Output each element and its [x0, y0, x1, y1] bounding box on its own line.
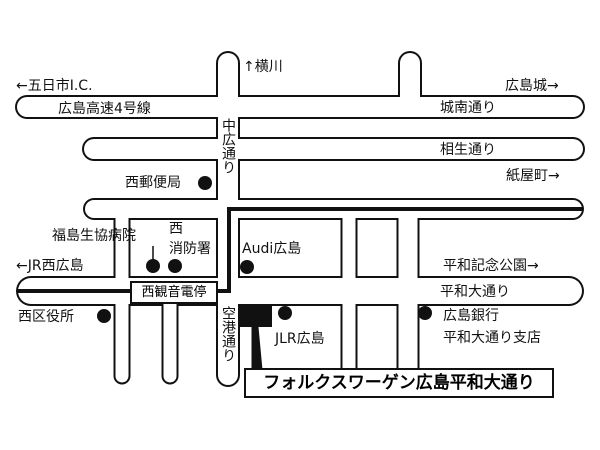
- road-label-kuko: 空港通り: [220, 306, 236, 362]
- destination-label: フォルクスワーゲン広島平和大通り: [244, 368, 554, 398]
- road-label-jonan: 城南通り: [440, 100, 496, 116]
- road-label-nakahiro: 中広通り: [220, 118, 236, 174]
- ward-office-dot-icon: [97, 309, 111, 323]
- fire-station-dot-icon: [168, 259, 182, 273]
- jlr-dot-icon: [278, 306, 292, 320]
- dealer-pointer: [251, 326, 263, 371]
- audi-dot-icon: [240, 260, 254, 274]
- bank-dot-icon: [418, 306, 432, 320]
- direction-kamiyacho: 紙屋町→: [506, 168, 560, 184]
- label-bank-1: 広島銀行: [443, 308, 499, 324]
- direction-jr-nishihiroshima: ←JR西広島: [16, 258, 84, 274]
- direction-peace-park: 平和記念公園→: [443, 258, 539, 274]
- label-bank-2: 平和大通り支店: [443, 330, 541, 346]
- road-label-expressway: 広島高速4号線: [58, 101, 151, 117]
- post-office-dot-icon: [198, 176, 212, 190]
- label-hospital: 福島生協病院: [52, 228, 136, 244]
- route-line: [18, 207, 582, 293]
- dealer-marker: [240, 305, 272, 327]
- direction-hiroshima-castle: 広島城→: [505, 78, 559, 94]
- label-fire-station-1: 西: [169, 221, 183, 237]
- road-label-heiwa: 平和大通り: [440, 284, 510, 300]
- hospital-dot-icon: [146, 259, 160, 273]
- tram-stop-label: 西観音電停: [130, 281, 218, 304]
- label-ward-office: 西区役所: [18, 309, 74, 325]
- direction-yokogawa: ↑横川: [243, 59, 283, 75]
- label-fire-station-2: 消防署: [169, 241, 211, 257]
- direction-itsukaichi: ←五日市I.C.: [16, 78, 93, 94]
- label-audi: Audi広島: [242, 241, 302, 257]
- label-jlr: JLR広島: [275, 331, 325, 347]
- label-post-office: 西郵便局: [125, 175, 181, 191]
- road-label-aioi: 相生通り: [440, 142, 496, 158]
